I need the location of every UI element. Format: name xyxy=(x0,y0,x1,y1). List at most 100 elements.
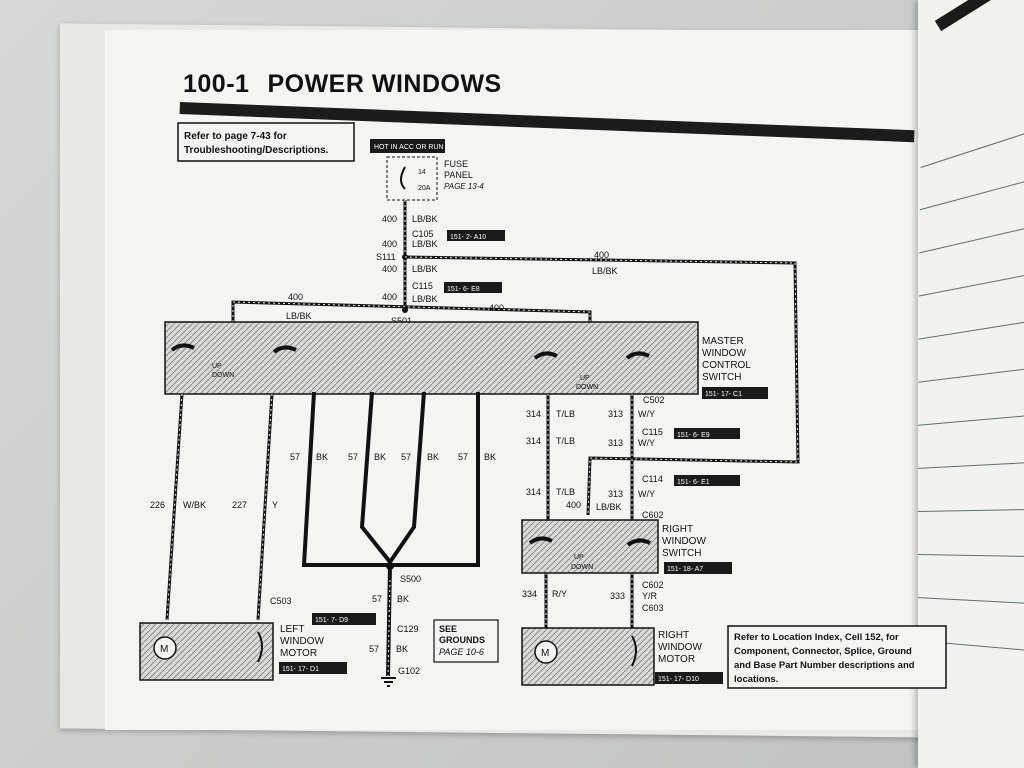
fuse-title-2: PANEL xyxy=(444,170,473,180)
right-motor-m: M xyxy=(541,648,549,659)
w314-num-3: 314 xyxy=(526,487,541,497)
c115-code-text: 151- 6- E8 xyxy=(447,286,480,293)
right-switch-name-1: RIGHT xyxy=(662,524,693,535)
left-motor-code-top: 151- 7- D9 xyxy=(315,617,348,624)
right-motor-code: 151- 17- D10 xyxy=(658,676,699,683)
bus-400-color: LB/BK xyxy=(286,311,312,321)
master-switch: UP DOWN UP DOWN MASTER WINDOW CONTROL SW… xyxy=(164,321,768,399)
bus-400-num-2: 400 xyxy=(489,303,504,313)
c115b-code-text: 151- 6- E9 xyxy=(677,432,710,439)
c603-label: C603 xyxy=(642,603,664,613)
master-down-left: DOWN xyxy=(212,372,234,379)
location-note-3: and Base Part Number descriptions and xyxy=(734,660,915,671)
w57-num-4: 57 xyxy=(458,452,468,462)
c503-label: C503 xyxy=(270,596,292,606)
w57-color-3: BK xyxy=(427,452,439,462)
w313-color-2: W/Y xyxy=(638,438,655,448)
w227-color: Y xyxy=(272,500,278,510)
w400-right-color: LB/BK xyxy=(592,266,618,276)
w57-num-6: 57 xyxy=(369,644,379,654)
fuse-panel: 14 20A FUSE PANEL PAGE 13-4 xyxy=(386,156,484,201)
w400-color: LB/BK xyxy=(412,214,438,224)
w314-color-3: T/LB xyxy=(556,487,575,497)
ground-wires xyxy=(301,391,480,677)
w400-color-4: LB/BK xyxy=(412,294,438,304)
c115b-code: 151- 6- E9 xyxy=(674,428,740,439)
w57-num-3: 57 xyxy=(401,452,411,462)
w314-num-2: 314 xyxy=(526,436,541,446)
w314-num-1: 314 xyxy=(526,409,541,419)
w57-num-2: 57 xyxy=(348,452,358,462)
master-name-4: SWITCH xyxy=(702,372,741,383)
right-window-motor: M RIGHT WINDOW MOTOR 151- 17- D10 xyxy=(521,627,723,686)
w314-color-2: T/LB xyxy=(556,436,575,446)
c129-label: C129 xyxy=(397,624,419,634)
see-grounds-1: SEE xyxy=(439,624,457,634)
master-name-2: WINDOW xyxy=(702,348,746,359)
w57-color-2: BK xyxy=(374,452,386,462)
w313-color-1: W/Y xyxy=(638,409,655,419)
location-note: Refer to Location Index, Cell 152, for C… xyxy=(727,625,947,689)
w400-num: 400 xyxy=(382,214,397,224)
right-switch-name-3: SWITCH xyxy=(662,548,701,559)
master-up-right: UP xyxy=(580,375,590,382)
w400-num-3: 400 xyxy=(382,264,397,274)
right-window-switch: UP DOWN RIGHT WINDOW SWITCH 151- 18- A7 xyxy=(521,519,732,574)
w333-color: Y/R xyxy=(642,591,658,601)
fuse-symbol xyxy=(400,166,406,190)
w57-color-5: BK xyxy=(397,594,409,604)
right-motor-name-2: WINDOW xyxy=(658,642,702,653)
c114-label: C114 xyxy=(642,474,663,484)
right-motor-name-3: MOTOR xyxy=(658,654,695,665)
s500-splice xyxy=(386,562,394,570)
w313-num-2: 313 xyxy=(608,438,623,448)
c105-code: 151- 2- A10 xyxy=(447,230,505,241)
right-switch-code: 151- 18- A7 xyxy=(667,566,703,573)
c114-code: 151- 6- E1 xyxy=(674,475,740,486)
section-title: POWER WINDOWS xyxy=(267,70,502,98)
w334-color: R/Y xyxy=(552,589,567,599)
left-window-motor: M LEFT WINDOW MOTOR 151- 17- D1 151- 7- … xyxy=(139,613,376,681)
right-switch-name-2: WINDOW xyxy=(662,536,706,547)
left-motor-m: M xyxy=(160,644,168,655)
w400-right-color-2: LB/BK xyxy=(596,502,622,512)
master-code: 151- 17- C1 xyxy=(705,391,742,398)
hot-label-text: HOT IN ACC OR RUN xyxy=(374,144,444,151)
refer-note-line2: Troubleshooting/Descriptions. xyxy=(184,145,329,156)
location-note-2: Component, Connector, Splice, Ground xyxy=(734,646,912,657)
master-name-3: CONTROL xyxy=(702,360,751,371)
w400-right-num: 400 xyxy=(594,250,609,260)
right-switch-up: UP xyxy=(574,554,584,561)
refer-note-line1: Refer to page 7-43 for xyxy=(184,131,287,142)
location-note-4: locations. xyxy=(734,674,778,685)
w57-color-4: BK xyxy=(484,452,496,462)
w57-num-1: 57 xyxy=(290,452,300,462)
w57-num-5: 57 xyxy=(372,594,382,604)
w400-num-4: 400 xyxy=(382,292,397,302)
w227-num: 227 xyxy=(232,500,247,510)
master-name-1: MASTER xyxy=(702,336,744,347)
c115-label: C115 xyxy=(412,281,433,291)
w226-num: 226 xyxy=(150,500,165,510)
see-grounds-3: PAGE 10-6 xyxy=(439,647,484,657)
left-motor-code: 151- 17- D1 xyxy=(282,666,319,673)
fuse-title-1: FUSE xyxy=(444,159,468,169)
w400-num-2: 400 xyxy=(382,239,397,249)
bus-400-num: 400 xyxy=(288,292,303,302)
w57-color-1: BK xyxy=(316,452,328,462)
master-up-left: UP xyxy=(212,363,222,370)
w333-num: 333 xyxy=(610,591,625,601)
w313-num-3: 313 xyxy=(608,489,623,499)
c602-label-2: C602 xyxy=(642,580,664,590)
w57-color-6: BK xyxy=(396,644,408,654)
c502-label-2: C502 xyxy=(643,395,665,405)
c115-code: 151- 6- E8 xyxy=(444,282,502,293)
hot-label: HOT IN ACC OR RUN xyxy=(370,139,445,153)
right-switch-down: DOWN xyxy=(571,564,593,571)
c105-label: C105 xyxy=(412,229,434,239)
c602-label: C602 xyxy=(642,510,664,520)
fuse-number: 14 xyxy=(418,169,426,176)
fuse-rating: 20A xyxy=(418,185,431,192)
left-motor-name-1: LEFT xyxy=(280,624,304,635)
